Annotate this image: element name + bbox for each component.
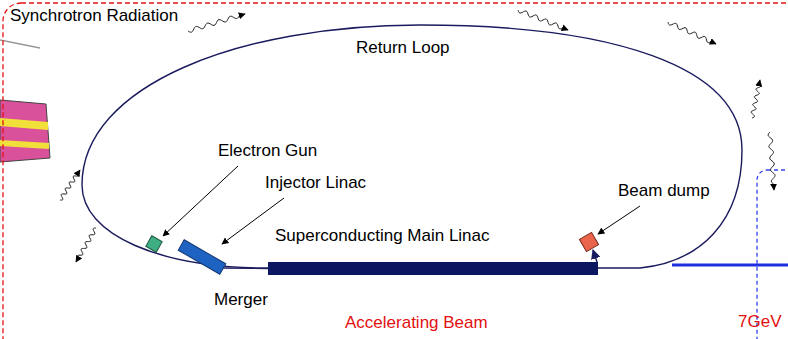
injector-linac: Injector Linac xyxy=(176,240,228,274)
component-label: Electron Gun xyxy=(218,141,317,161)
leader-arrow xyxy=(222,198,284,244)
component-shape xyxy=(578,231,600,253)
merger-label: Merger xyxy=(214,290,268,310)
partial-picture xyxy=(0,40,50,162)
beam-line xyxy=(672,264,788,267)
component-shape xyxy=(176,240,228,274)
main-linac: Superconducting Main Linac xyxy=(268,262,598,275)
radiation-waves xyxy=(60,10,775,262)
component-label: Injector Linac xyxy=(265,173,366,193)
radiation-wave xyxy=(751,80,761,118)
component-label: Beam dump xyxy=(618,181,710,201)
radiation-wave xyxy=(668,22,716,44)
radiation-wave xyxy=(768,132,775,190)
energy-label: 7GeV xyxy=(738,312,781,332)
leader-arrow xyxy=(163,166,238,236)
electron-gun: Electron Gun xyxy=(146,236,162,252)
return-loop xyxy=(82,25,742,268)
radiation-wave xyxy=(518,10,568,30)
leader-arrow xyxy=(598,206,640,234)
component-label: Superconducting Main Linac xyxy=(275,226,490,246)
beam-label: Accelerating Beam xyxy=(345,313,488,333)
dashed-frame xyxy=(3,3,788,339)
radiation-wave xyxy=(60,170,80,200)
radiation-wave xyxy=(188,14,245,32)
loop-label: Return Loop xyxy=(356,38,450,58)
beam-connector xyxy=(593,250,597,262)
beam-dump: Beam dump xyxy=(578,231,600,253)
radiation-label: Synchrotron Radiation xyxy=(10,6,178,26)
radiation-wave xyxy=(76,228,96,262)
component-shape xyxy=(146,236,162,252)
beam-connector xyxy=(220,267,268,269)
component-shape xyxy=(268,262,598,275)
